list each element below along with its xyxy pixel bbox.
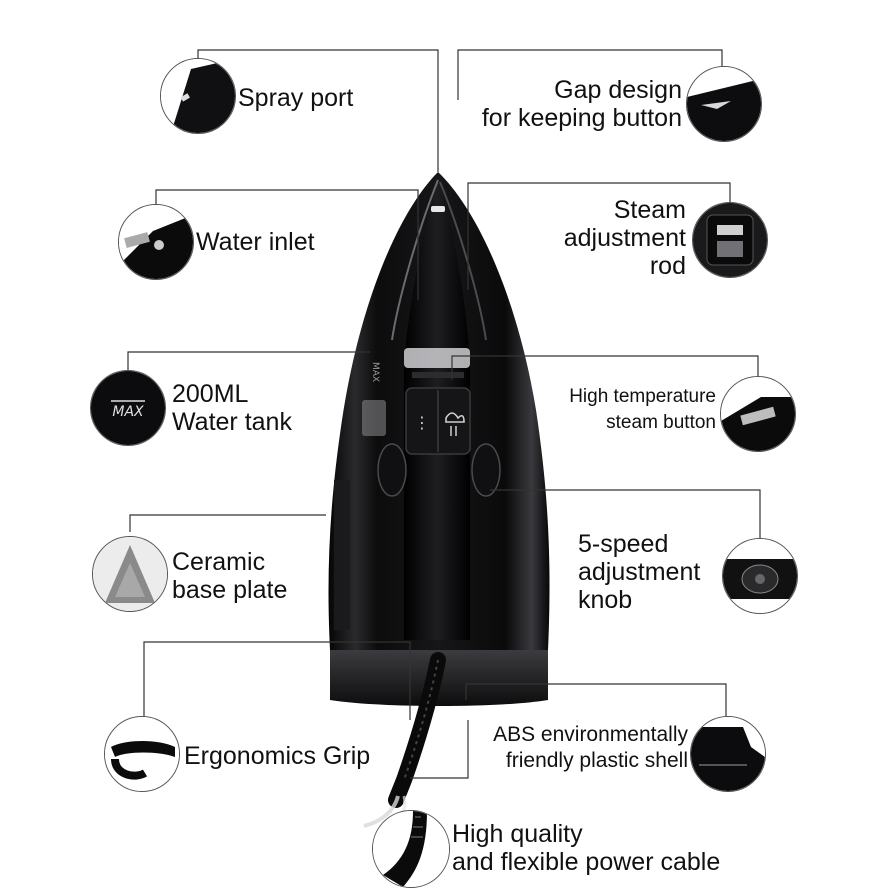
plastic-shell-icon bbox=[690, 716, 766, 792]
water-inlet-icon bbox=[118, 204, 194, 280]
handle-grip-icon bbox=[104, 716, 180, 792]
feature-speed-knob: 5-speed adjustment knob bbox=[578, 530, 701, 614]
feature-steam-rod: Steam adjustment rod bbox=[563, 196, 686, 280]
steam-button-icon bbox=[720, 376, 796, 452]
spray-nozzle bbox=[431, 206, 445, 212]
feature-grip: Ergonomics Grip bbox=[184, 742, 371, 770]
feature-spray-port: Spray port bbox=[238, 84, 354, 112]
base-plate-icon bbox=[92, 536, 168, 612]
feature-water-tank: 200ML Water tank bbox=[172, 380, 292, 436]
feature-gap-design: Gap design for keeping button bbox=[481, 76, 682, 132]
button-gap-icon bbox=[686, 66, 762, 142]
water-tank-icon: MAX bbox=[90, 370, 166, 446]
tank-max-mark: MAX bbox=[112, 404, 144, 420]
feature-water-inlet: Water inlet bbox=[196, 228, 315, 256]
steam-rod-icon bbox=[692, 202, 768, 278]
knob-icon bbox=[722, 538, 798, 614]
feature-shell: ABS environmentally friendly plastic she… bbox=[493, 723, 688, 772]
feature-steam-button: High temperature steam button bbox=[569, 386, 716, 433]
svg-text:⋮: ⋮ bbox=[414, 413, 430, 432]
feature-base-plate: Ceramic base plate bbox=[172, 548, 288, 604]
spray-nozzle-icon bbox=[160, 58, 236, 134]
svg-text:MAX: MAX bbox=[370, 362, 380, 382]
power-cable-icon bbox=[372, 810, 450, 888]
feature-power-cable: High quality and flexible power cable bbox=[452, 820, 721, 876]
